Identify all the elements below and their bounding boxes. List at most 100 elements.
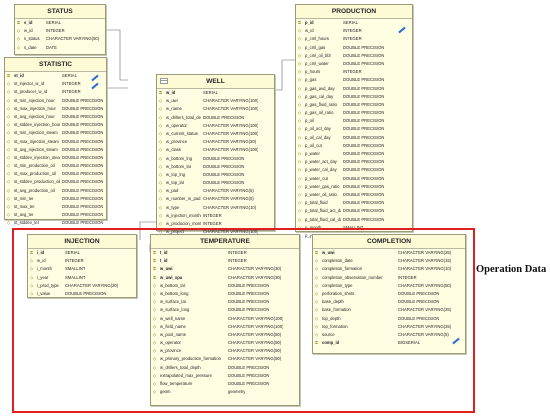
injection-column-row[interactable]: ⚿i_idSERIAL bbox=[28, 249, 136, 257]
temperature-column-row[interactable]: ◇flow_temperatureDOUBLE PRECISION bbox=[151, 380, 299, 388]
production-column-row[interactable]: ◇p_cml_waterDOUBLE PRECISION bbox=[296, 60, 412, 68]
production-column-row[interactable]: ◇p_gasDOUBLE PRECISION bbox=[296, 76, 412, 84]
status-column-row[interactable]: ◇w_idINTEGER bbox=[15, 27, 105, 35]
production-column-row[interactable]: ⚿p_idSERIAL bbox=[296, 19, 412, 27]
production-column-row[interactable]: ◇p_monthSMALLINT bbox=[296, 224, 412, 232]
production-column-row[interactable]: ◇p_total_fluid_act_dayDOUBLE PRECISION bbox=[296, 207, 412, 215]
statistic-column-row[interactable]: ◇st_max_terDOUBLE PRECISION bbox=[5, 203, 106, 211]
statistic-column-row[interactable]: ◇st_min_production_oilDOUBLE PRECISION bbox=[5, 162, 106, 170]
temperature-column-row[interactable]: ◇w_provinceCHARACTER VARYING(50) bbox=[151, 347, 299, 355]
status-table[interactable]: STATUS ⚿s_idSERIAL◇w_idINTEGER◇s_statusC… bbox=[14, 4, 106, 55]
completion-column-row[interactable]: ◇completion_observation_numberINTEGER bbox=[313, 274, 465, 282]
well-column-row[interactable]: ◇w_provinceCHARACTER VARYING(20) bbox=[157, 138, 274, 146]
well-column-row[interactable]: ◇w_nameCHARACTER VARYING(100) bbox=[157, 105, 274, 113]
temperature-column-row[interactable]: ◇w_pool_nameCHARACTER VARYING(50) bbox=[151, 331, 299, 339]
completion-column-row[interactable]: ◇top_depthDOUBLE PRECISION bbox=[313, 315, 465, 323]
production-column-row[interactable]: ◇p_water_cutDOUBLE PRECISION bbox=[296, 175, 412, 183]
well-column-row[interactable]: ◇w_number_in_padCHARACTER VARYING(5) bbox=[157, 195, 274, 203]
production-column-row[interactable]: ◇p_gas_oil_ratioDOUBLE PRECISION bbox=[296, 109, 412, 117]
production-column-row[interactable]: ◇p_water_act_dayDOUBLE PRECISION bbox=[296, 158, 412, 166]
statistic-column-row[interactable]: ◇st_max_injection_hourDOUBLE PRECISION bbox=[5, 105, 106, 113]
statistic-column-row[interactable]: ◇st_avg_terDOUBLE PRECISION bbox=[5, 211, 106, 219]
statistic-column-row[interactable]: ◇st_stddev_injection_steamDOUBLE PRECISI… bbox=[5, 154, 106, 162]
completion-column-row[interactable]: ⚿w_uwiCHARACTER VARYING(25) bbox=[313, 249, 465, 257]
temperature-column-row[interactable]: ◇w_surface_longDOUBLE PRECISION bbox=[151, 306, 299, 314]
completion-column-row[interactable]: ◇perforation_shotsDOUBLE PRECISION bbox=[313, 290, 465, 298]
well-column-row[interactable]: ◇w_uwiCHARACTER VARYING(100) bbox=[157, 97, 274, 105]
production-column-row[interactable]: ◇p_gas_fluid_ratioDOUBLE PRECISION bbox=[296, 101, 412, 109]
statistic-column-row[interactable]: ◇st_injector_w_idINTEGER bbox=[5, 80, 106, 88]
statistic-column-row[interactable]: ◇st_avg_production_oilDOUBLE PRECISION bbox=[5, 187, 106, 195]
well-column-row[interactable]: ◇w_top_lngDOUBLE PRECISION bbox=[157, 171, 274, 179]
injection-column-row[interactable]: ◇i_yearSMALLINT bbox=[28, 274, 136, 282]
injection-column-row[interactable]: ◇w_idINTEGER bbox=[28, 257, 136, 265]
statistic-table[interactable]: STATISTIC ⚿st_idSERIAL◇st_injector_w_idI… bbox=[4, 57, 107, 225]
well-column-row[interactable]: ◇w_injection_monthsINTEGER bbox=[157, 212, 274, 220]
temperature-table[interactable]: TEMPERATURE ⚿t_idINTEGER⚿t_idINTEGER⚿w_u… bbox=[150, 234, 300, 406]
production-column-row[interactable]: ◇p_cml_gasDOUBLE PRECISION bbox=[296, 44, 412, 52]
completion-column-row[interactable]: ◇completion_formationCHARACTER VARYING(1… bbox=[313, 265, 465, 273]
statistic-column-row[interactable]: ◇st_stddev_terDOUBLE PRECISION bbox=[5, 219, 106, 227]
completion-column-row[interactable]: ⚿comp_idBIGSERIAL bbox=[313, 339, 465, 347]
production-table[interactable]: PRODUCTION ⚿p_idSERIAL◇w_idINTEGER◇p_cml… bbox=[295, 4, 413, 238]
injection-table[interactable]: INJECTION ⚿i_idSERIAL◇w_idINTEGER◇i_mont… bbox=[27, 234, 137, 298]
temperature-column-row[interactable]: ◇w_surface_latDOUBLE PRECISION bbox=[151, 298, 299, 306]
completion-column-row[interactable]: ◇sourceCHARACTER VARYING(5) bbox=[313, 331, 465, 339]
temperature-column-row[interactable]: ◇w_field_nameCHARACTER VARYING(100) bbox=[151, 323, 299, 331]
statistic-column-row[interactable]: ◇st_avg_injection_steamDOUBLE PRECISION bbox=[5, 146, 106, 154]
injection-column-row[interactable]: ◇i_valueDOUBLE PRECISION bbox=[28, 290, 136, 298]
status-column-row[interactable]: ◇s_statusCHARACTER VARYING(50) bbox=[15, 35, 105, 43]
status-column-row[interactable]: ◇s_dateDATE bbox=[15, 44, 105, 52]
injection-column-row[interactable]: ◇i_prod_typeCHARACTER VARYING(20) bbox=[28, 282, 136, 290]
temperature-column-row[interactable]: ⚿w_uwiCHARACTER VARYING(30) bbox=[151, 265, 299, 273]
production-column-row[interactable]: ◇p_gas_avd_dayDOUBLE PRECISION bbox=[296, 85, 412, 93]
temperature-column-row[interactable]: ◇w_bottom_latDOUBLE PRECISION bbox=[151, 282, 299, 290]
statistic-column-row[interactable]: ◇st_max_injection_steamDOUBLE PRECISION bbox=[5, 138, 106, 146]
well-column-row[interactable]: ◇w_bottom_latDOUBLE PRECISION bbox=[157, 163, 274, 171]
statistic-column-row[interactable]: ◇st_min_terDOUBLE PRECISION bbox=[5, 195, 106, 203]
production-column-row[interactable]: ◇p_water_cal_dayDOUBLE PRECISION bbox=[296, 166, 412, 174]
production-column-row[interactable]: ◇p_hoursINTEGER bbox=[296, 68, 412, 76]
production-column-row[interactable]: ◇p_oil_act_dayDOUBLE PRECISION bbox=[296, 125, 412, 133]
temperature-column-row[interactable]: ◇w_drillers_total_depthDOUBLE PRECISION bbox=[151, 364, 299, 372]
statistic-column-row[interactable]: ◇st_stddev_injection_hourDOUBLE PRECISIO… bbox=[5, 121, 106, 129]
well-column-row[interactable]: ◇w_classCHARACTER VARYING(100) bbox=[157, 146, 274, 154]
statistic-column-row[interactable]: ⚿st_idSERIAL bbox=[5, 72, 106, 80]
well-column-row[interactable]: ◇w_typeCHARACTER VARYING(10) bbox=[157, 204, 274, 212]
well-table[interactable]: WELL ⚿w_idSERIAL◇w_uwiCHARACTER VARYING(… bbox=[156, 74, 275, 234]
production-column-row[interactable]: ◇p_total_fluid_cal_dayDOUBLE PRECISION bbox=[296, 216, 412, 224]
production-column-row[interactable]: ◇p_oilDOUBLE PRECISION bbox=[296, 117, 412, 125]
production-column-row[interactable]: ◇p_total_fluidDOUBLE PRECISION bbox=[296, 199, 412, 207]
production-column-row[interactable]: ◇p_gas_cal_dayDOUBLE PRECISION bbox=[296, 93, 412, 101]
statistic-column-row[interactable]: ◇st_stddev_production_oilDOUBLE PRECISIO… bbox=[5, 178, 106, 186]
completion-column-row[interactable]: ◇base_depthDOUBLE PRECISION bbox=[313, 298, 465, 306]
well-column-row[interactable]: ◇w_top_latDOUBLE PRECISION bbox=[157, 179, 274, 187]
well-column-row[interactable]: ◇w_padCHARACTER VARYING(5) bbox=[157, 187, 274, 195]
production-column-row[interactable]: ◇p_water_oil_ratioDOUBLE PRECISION bbox=[296, 191, 412, 199]
temperature-column-row[interactable]: ◇w_operatorCHARACTER VARYING(50) bbox=[151, 339, 299, 347]
temperature-column-row[interactable]: ◇w_well_nameCHARACTER VARYING(100) bbox=[151, 315, 299, 323]
production-column-row[interactable]: ◇w_idINTEGER bbox=[296, 27, 412, 35]
well-column-row[interactable]: ◇w_operatorCHARACTER VARYING(100) bbox=[157, 122, 274, 130]
production-column-row[interactable]: ◇p_oil_cal_dayDOUBLE PRECISION bbox=[296, 134, 412, 142]
production-column-row[interactable]: ◇p_cml_hoursINTEGER bbox=[296, 35, 412, 43]
well-column-row[interactable]: ◇w_projectCHARACTER VARYING(100) bbox=[157, 228, 274, 236]
completion-table[interactable]: COMPLETION ⚿w_uwiCHARACTER VARYING(25)◇c… bbox=[312, 234, 466, 354]
completion-column-row[interactable]: ◇top_formationCHARACTER VARYING(25) bbox=[313, 323, 465, 331]
injection-column-row[interactable]: ◇i_monthSMALLINT bbox=[28, 265, 136, 273]
well-column-row[interactable]: ◇w_drillers_total_depthDOUBLE PRECISION bbox=[157, 114, 274, 122]
well-column-row[interactable]: ◇w_bottom_lngDOUBLE PRECISION bbox=[157, 155, 274, 163]
statistic-column-row[interactable]: ◇st_min_injection_hourDOUBLE PRECISION bbox=[5, 97, 106, 105]
temperature-column-row[interactable]: ◇w_primary_production_formationCHARACTER… bbox=[151, 355, 299, 363]
statistic-column-row[interactable]: ◇st_min_injection_steamDOUBLE PRECISION bbox=[5, 129, 106, 137]
statistic-column-row[interactable]: ◇st_producer_w_idINTEGER bbox=[5, 88, 106, 96]
production-column-row[interactable]: ◇p_water_gas_ratioDOUBLE PRECISION bbox=[296, 183, 412, 191]
temperature-column-row[interactable]: ◇geomgeometry bbox=[151, 388, 299, 396]
production-column-row[interactable]: ◇p_cml_oil_bblDOUBLE PRECISION bbox=[296, 52, 412, 60]
well-column-row[interactable]: ◇w_producion_monthsINTEGER bbox=[157, 220, 274, 228]
temperature-column-row[interactable]: ⚿t_idINTEGER bbox=[151, 249, 299, 257]
production-column-row[interactable]: ◇p_waterDOUBLE PRECISION bbox=[296, 150, 412, 158]
statistic-column-row[interactable]: ◇st_max_production_oilDOUBLE PRECISION bbox=[5, 170, 106, 178]
temperature-column-row[interactable]: ◇w_bottom_longDOUBLE PRECISION bbox=[151, 290, 299, 298]
completion-column-row[interactable]: ◇completion_dateCHARACTER VARYING(15) bbox=[313, 257, 465, 265]
